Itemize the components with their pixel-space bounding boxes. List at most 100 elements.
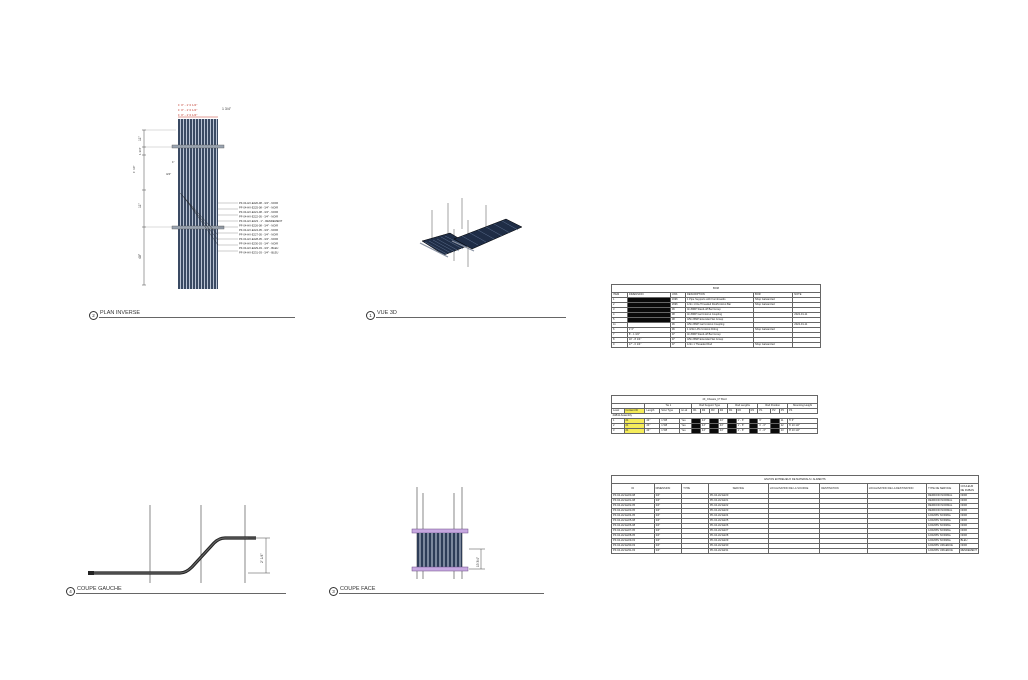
- equipment-header: DIMENSION: [653, 483, 683, 494]
- table-cell: 44": [699, 428, 711, 434]
- table-cell: 9: [611, 342, 628, 348]
- vue3d-tray-right: [453, 218, 523, 250]
- table-cell: 1' - 6": [735, 428, 750, 434]
- view-number-badge: 1: [366, 311, 375, 320]
- plan-dim-2: 1 3/4": [138, 147, 142, 155]
- table-cell: [767, 548, 821, 554]
- plan-strut-1: [171, 144, 225, 149]
- table-cell: 07: [669, 342, 687, 348]
- plan-tag: PF-04-HV-E227-05 - 3/4" - NOIR: [239, 233, 278, 237]
- equipment-header: TYPE DE SERVICE: [926, 483, 960, 494]
- plan-tag-list: PF-04-HV-E220-08 - 3/4" - NOIR PF-04-HV-…: [239, 201, 283, 255]
- plan-tag: PF-04-HV-E225-08 - 3/4" - NOIR: [239, 206, 278, 210]
- plan-tag: PF-04-HV-E223 - 1" - RENDEMENT: [239, 219, 283, 223]
- equipment-table: ENVOIS ENTRELIEUX DE MATERIALS / ALIMENT…: [611, 475, 980, 554]
- equipment-header: LOCALISATION DE LA SOURCE: [767, 483, 821, 494]
- table-cell: Yes: [679, 428, 693, 434]
- coupe-gauche-drawing: 2' 1/4": [88, 505, 270, 583]
- plan-dim-3: 1' 10": [132, 166, 136, 173]
- table-cell: 17' - 0 1/4": [626, 342, 671, 348]
- plan-tag: PF-04-HV-E231-03 - 3/4" - BLEU: [239, 251, 278, 255]
- table-cell: [727, 428, 737, 434]
- view-title-vue-3d: VUE 3D: [377, 310, 397, 316]
- table-cell: [770, 428, 780, 434]
- plan-tag: PF-04-HV-E222-05 - 3/4" - NOIR: [239, 215, 278, 219]
- view-title-rule: [376, 317, 566, 318]
- plan-dim-4: 11": [138, 202, 142, 208]
- plan-tag: PF-04-HV-E226-08 - 3/4" - NOIR: [239, 224, 278, 228]
- table-cell: 1 5/8: [659, 428, 681, 434]
- table-cell: PF-04-HV-E231-03: [611, 548, 655, 554]
- table-cell: 3: [611, 428, 625, 434]
- equipment-header: TYPE: [681, 483, 709, 494]
- table-cell: 1' - 0": [757, 428, 772, 434]
- plan-tag: PF-04-HV-E230-03 - 3/4" - NOIR: [239, 242, 278, 246]
- coupe-face-strut-bottom: [411, 566, 469, 572]
- table-cell: [866, 548, 928, 554]
- table-cell: 3/4": [653, 548, 683, 554]
- table-cell: [681, 548, 709, 554]
- view-number-badge: 2: [89, 311, 98, 320]
- view-title-coupe-face: COUPE FACE: [340, 586, 376, 592]
- table-cell: 44": [717, 428, 728, 434]
- bom-title: BOM: [611, 284, 821, 293]
- table-cell: Shop Galvanized: [752, 342, 794, 348]
- table-cell: 13: [778, 428, 789, 434]
- plan-dim-1: 11": [138, 135, 142, 141]
- equipment-header: DESTINATION: [819, 483, 868, 494]
- plan-tag: PF-04-HV-E221-08 - 3/4" - NOIR: [239, 210, 278, 214]
- support-schedule-table: 4F_Chassis_N° Bord Tie 1 Rod Support Typ…: [610, 395, 818, 434]
- svg-text:1": 1": [172, 160, 175, 164]
- table-cell: 120/208V URGENCE: [926, 548, 960, 554]
- equipment-header: COULEUR DE RUBAN: [958, 483, 980, 494]
- plan-dim-5: 48": [138, 253, 142, 259]
- table-cell: [691, 428, 701, 434]
- coupe-face-strut-top: [411, 528, 469, 534]
- plan-tag: PF-04-HV-E220-08 - 3/4" - NOIR: [239, 201, 278, 205]
- view-number-badge: 4: [66, 587, 75, 596]
- table-cell: [792, 342, 821, 348]
- coupe-face-dim: 13 3/4": [476, 557, 480, 567]
- view-title-rule: [76, 593, 286, 594]
- table-cell: 21: [623, 428, 646, 434]
- plan-tag: PF-04-HV-E228-05 - 3/4" - NOIR: [239, 237, 278, 241]
- plan-inverse-drawing: 1' 0" - 1' 0 1/4" 1' 0" - 1' 0 1/4" 1' 0…: [132, 103, 283, 289]
- plan-dim-right: 1 3/4": [222, 107, 232, 111]
- plan-top-dim-3: 1' 0" - 1' 0 1/4": [178, 113, 197, 117]
- table-cell: [819, 548, 868, 554]
- table-cell: 1/4in 1 Threaded Rod: [685, 342, 754, 348]
- view-number-badge: 3: [329, 587, 338, 596]
- equipment-header: SERVICE: [707, 483, 769, 494]
- table-cell: 8' 10 1/2": [787, 428, 818, 434]
- plan-tag: PF-04-HV-E224-05 - 3/4" - NOIR: [239, 228, 278, 232]
- plan-top-dim-1: 1' 0" - 1' 0 1/4": [178, 103, 197, 107]
- support-schedule-title: 4F_Chassis_N° Bord: [611, 395, 818, 404]
- table-cell: PF-04-HV-E231: [707, 548, 769, 554]
- plan-top-dim-2: 1' 0" - 1' 0 1/4": [178, 108, 197, 112]
- coupe-gauche-pipe: [93, 536, 256, 575]
- table-cell: [709, 428, 719, 434]
- view-title-plan-inverse: PLAN INVERSE: [100, 310, 141, 316]
- table-cell: RENDEMENT: [958, 548, 980, 554]
- coupe-gauche-dim: 2' 1/4": [260, 553, 264, 563]
- plan-strut-2: [171, 225, 225, 230]
- plan-tag: PF-04-HV-E229-03 - 3/4" - BLEU: [239, 246, 278, 250]
- equipment-header: ID: [611, 483, 655, 494]
- table-cell: 24": [644, 428, 661, 434]
- view-title-rule: [339, 593, 544, 594]
- table-cell: [748, 428, 759, 434]
- coupe-face-pipes: [419, 533, 461, 567]
- bom-table: BOM ITEM DIMENSION UNS DESCRIPTION BOR N…: [611, 284, 821, 348]
- equipment-header: LOCALISATION DE LA DESTINATION: [866, 483, 928, 494]
- equipment-header-row: ID DIMENSION TYPE SERVICE LOCALISATION D…: [611, 483, 980, 494]
- vue-3d-drawing: [419, 198, 523, 267]
- equipment-title: ENVOIS ENTRELIEUX DE MATERIALS / ALIMENT…: [611, 475, 979, 484]
